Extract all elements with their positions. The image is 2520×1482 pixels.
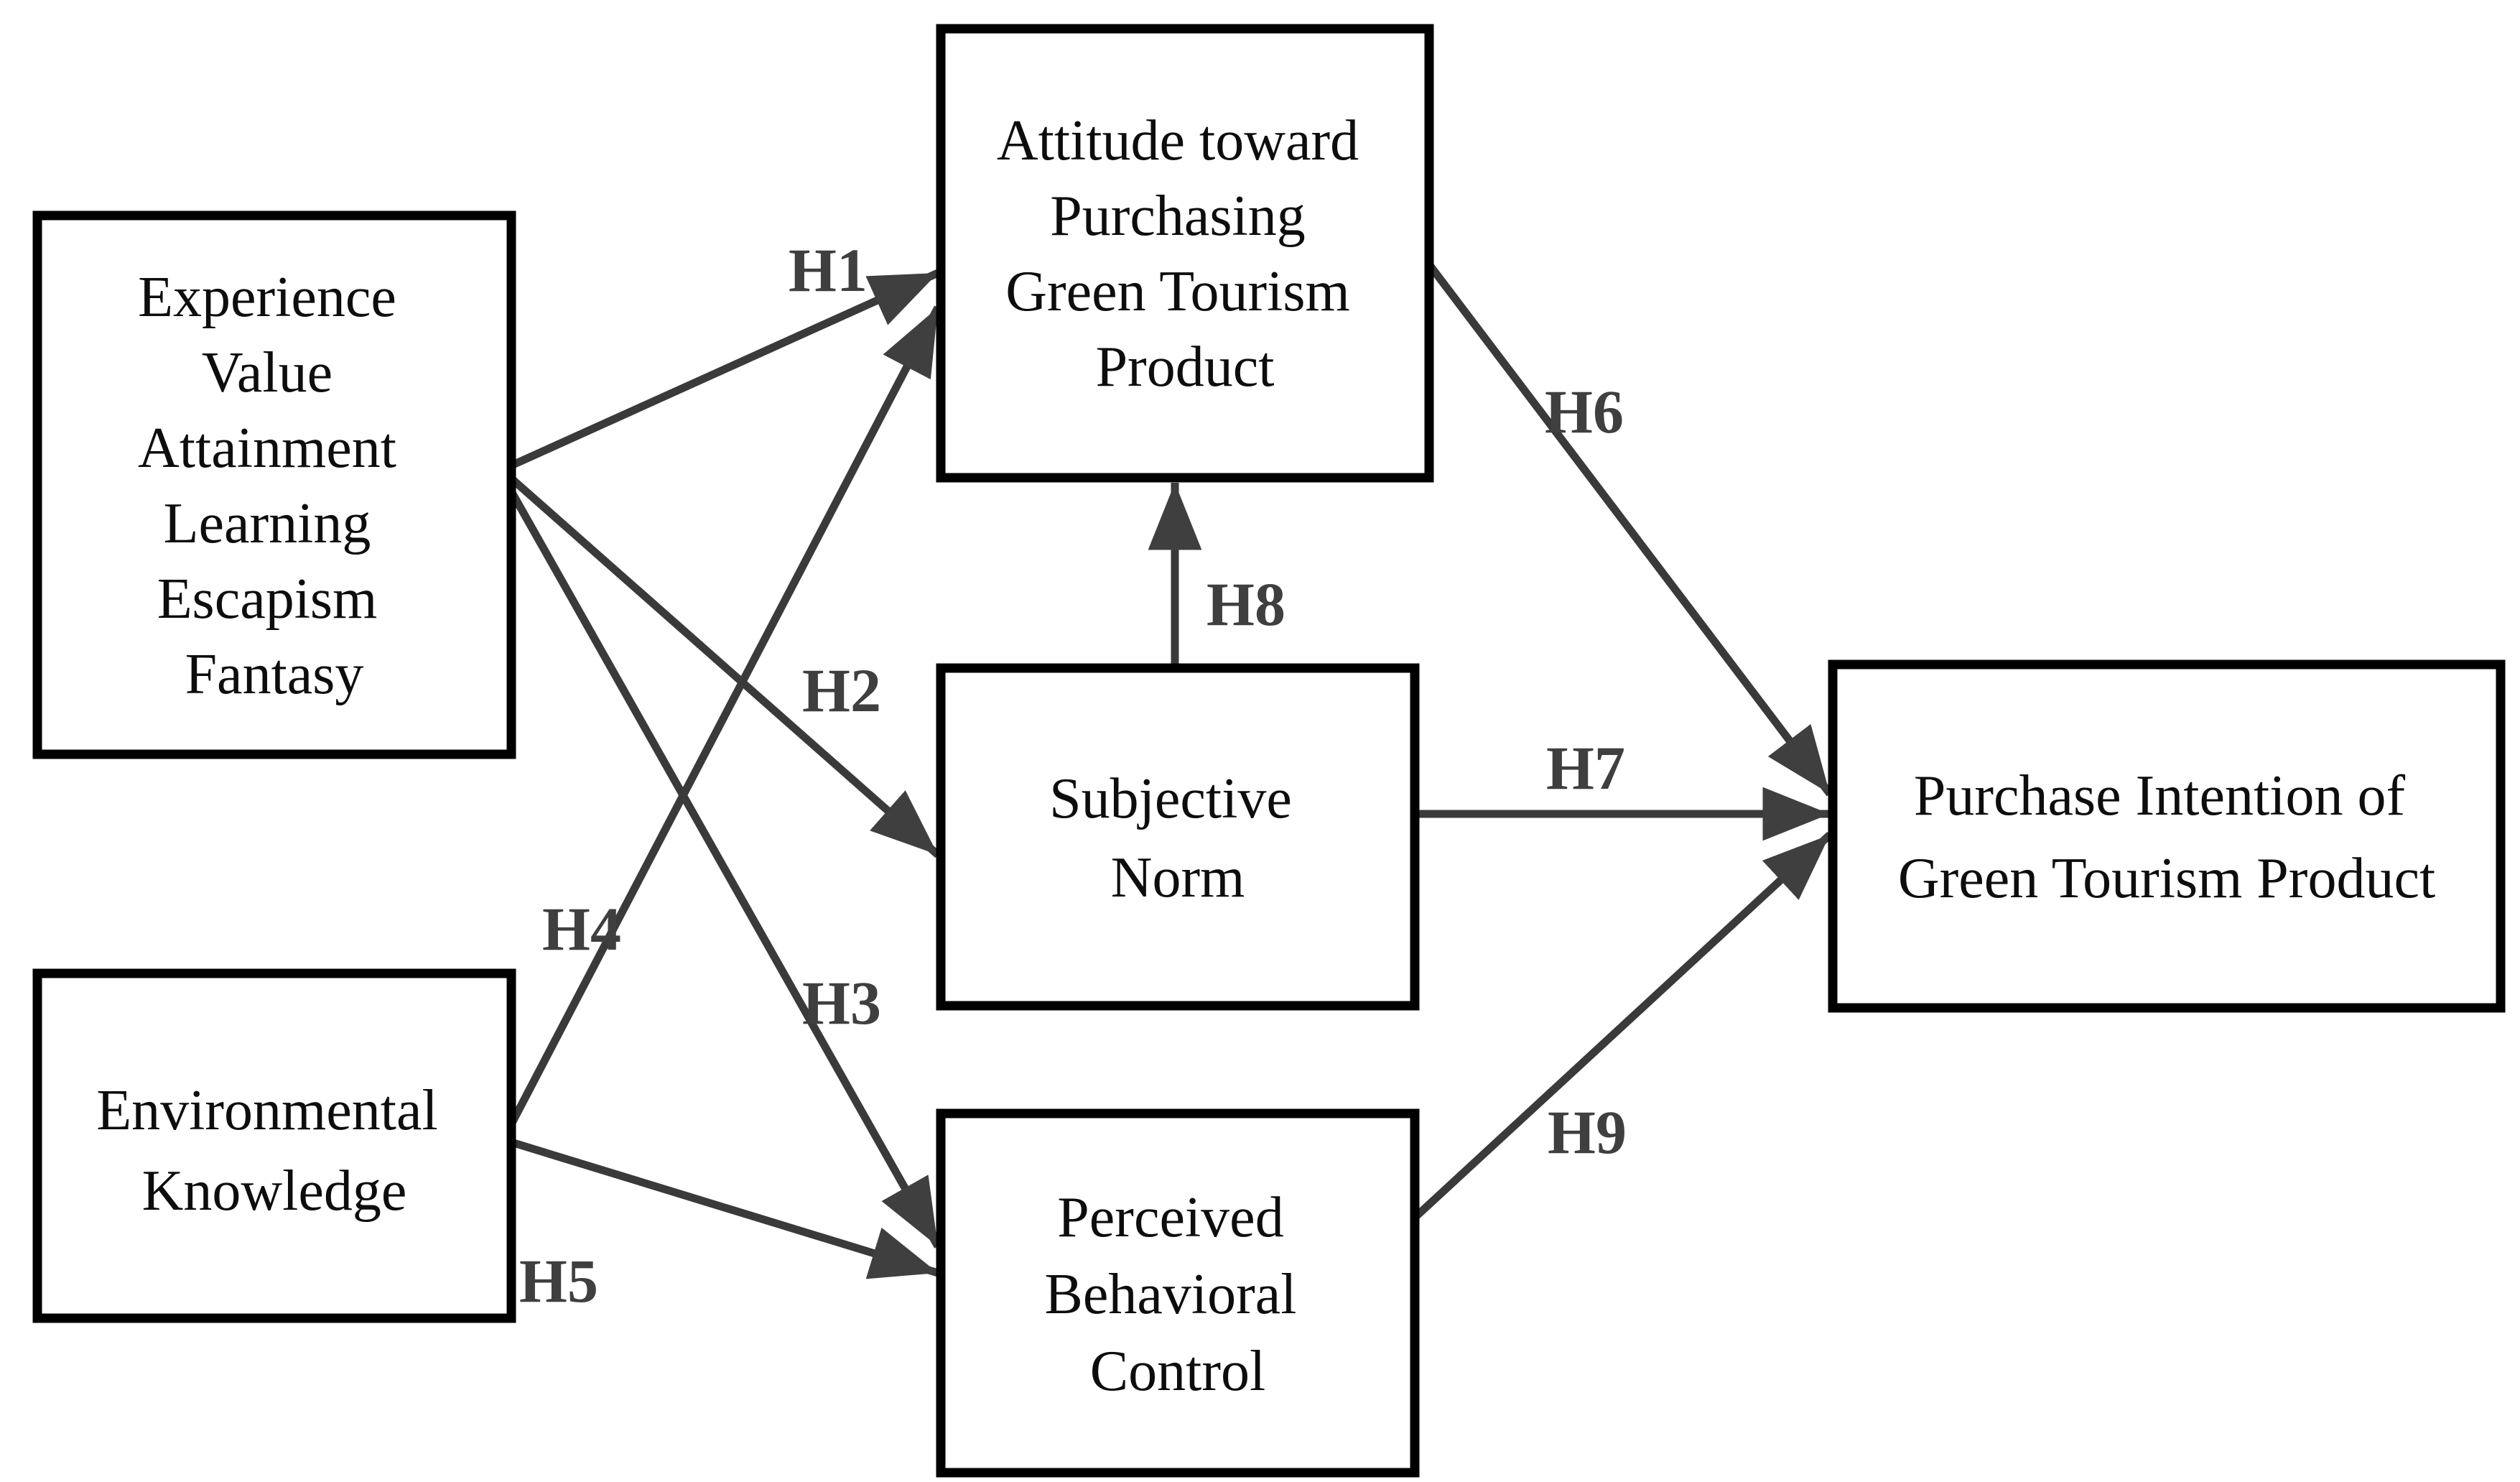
purchase-intention-box <box>1828 659 2506 1013</box>
arrow-h6 <box>1426 261 1833 797</box>
label-h3: H3 <box>802 968 881 1037</box>
purchase-intention-label: Purchase Intention of Green Tourism Prod… <box>1898 764 2435 910</box>
subjective-norm-label: Subjective Norm <box>1049 767 1306 909</box>
hypothesis-arrows <box>508 261 1833 1279</box>
node-environmental-knowledge: Environmental Knowledge <box>32 968 516 1323</box>
perceived-behavioral-control-label: Perceived Behavioral Control <box>1045 1186 1311 1403</box>
label-h5: H5 <box>519 1246 598 1315</box>
label-h6: H6 <box>1545 377 1624 446</box>
label-h2: H2 <box>802 656 881 725</box>
arrow-h1 <box>509 269 940 470</box>
arrow-h3 <box>508 489 941 1249</box>
arrow-h9 <box>1412 831 1833 1221</box>
label-h4: H4 <box>542 894 621 963</box>
label-h1: H1 <box>789 236 868 305</box>
subjective-norm-box <box>936 663 1420 1011</box>
arrow-h5 <box>510 1138 939 1279</box>
label-h8: H8 <box>1206 570 1285 639</box>
label-h7: H7 <box>1546 733 1625 802</box>
environmental-knowledge-label: Environmental Knowledge <box>96 1079 452 1223</box>
arrow-h4 <box>508 305 941 1126</box>
experience-value-label: Experience Value Attainment Learning Esc… <box>138 266 411 706</box>
hypothesis-labels: H1 H2 H3 H4 H5 H6 H7 H8 H9 <box>519 236 1627 1315</box>
experience-value-box <box>32 210 516 759</box>
environmental-knowledge-box <box>32 968 516 1323</box>
node-experience-value: Experience Value Attainment Learning Esc… <box>32 210 516 759</box>
label-h9: H9 <box>1548 1098 1627 1167</box>
attitude-box <box>936 24 1434 483</box>
node-attitude-toward-purchasing: Attitude toward Purchasing Green Tourism… <box>936 24 1434 483</box>
arrow-h2 <box>508 475 941 858</box>
node-subjective-norm: Subjective Norm <box>936 663 1420 1011</box>
perceived-behavioral-control-box <box>936 1108 1420 1478</box>
node-purchase-intention: Purchase Intention of Green Tourism Prod… <box>1828 659 2506 1013</box>
attitude-label: Attitude toward Purchasing Green Tourism… <box>997 109 1373 399</box>
node-perceived-behavioral-control: Perceived Behavioral Control <box>936 1108 1420 1478</box>
